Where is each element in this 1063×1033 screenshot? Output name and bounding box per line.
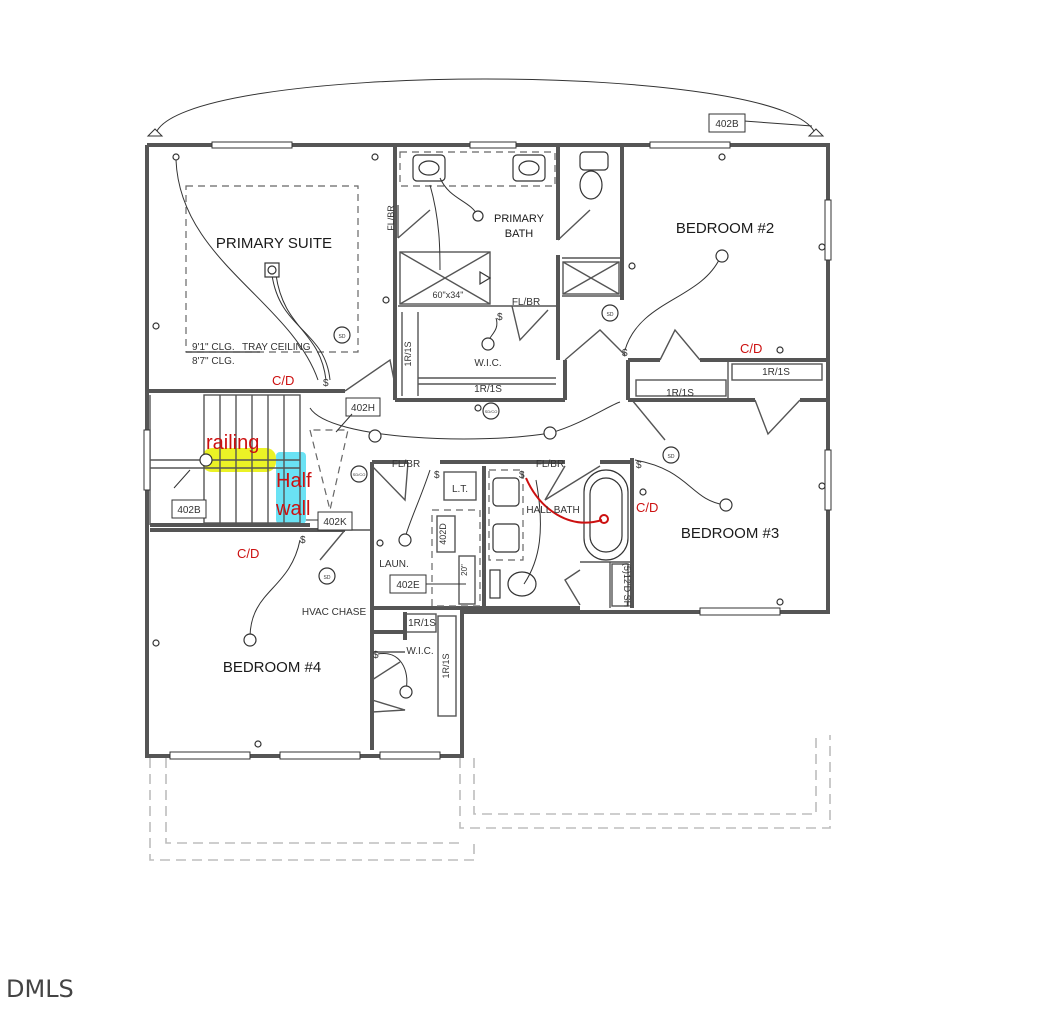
annotation-railing: railing <box>206 432 259 454</box>
room-primary-wic: W.I.C. <box>474 358 501 369</box>
note-flbr-laundry: FL/BR <box>392 459 420 470</box>
room-bedroom4-wic: W.I.C. <box>406 646 433 657</box>
switch-bedroom2: $ <box>622 348 628 359</box>
annotation-cd-bedroom3: C/D <box>636 500 658 515</box>
sd-label-bedroom4: SD <box>324 575 331 581</box>
sd-label-hall: SD/CO <box>485 409 498 414</box>
note-1r1s-vertical-b4: 1R/1S <box>441 653 451 678</box>
switch-wic-b4: $ <box>373 650 379 661</box>
switch-bedroom4: $ <box>300 535 306 546</box>
smoke-detectors <box>318 304 680 585</box>
tag-402e: 402E <box>396 580 420 591</box>
windows <box>143 141 832 760</box>
room-bedroom-4: BEDROOM #4 <box>223 659 321 676</box>
tray-ceiling-outline <box>185 185 359 353</box>
note-flbr-primary: FL/BR <box>512 297 540 308</box>
room-hvac-chase: HVAC CHASE <box>302 607 367 618</box>
tag-boxes <box>171 113 746 594</box>
annotation-cd-bedroom2: C/D <box>740 341 762 356</box>
switch-laundry: $ <box>434 470 440 481</box>
tag-402b-left: 402B <box>177 505 201 516</box>
note-1r1s-vertical-primary: 1R/1S <box>403 341 413 366</box>
tag-402k: 402K <box>323 517 347 528</box>
note-ceiling-height-1: 9'1" CLG. <box>192 342 235 353</box>
note-flbr-vertical: FL/BR <box>386 205 396 231</box>
exterior-walls <box>145 143 830 758</box>
tag-402h: 402H <box>351 403 375 414</box>
lower-level-outline <box>149 735 831 861</box>
doors <box>319 205 801 713</box>
room-hall-bath: HALL BATH <box>526 505 579 516</box>
annotation-cd-bedroom4: C/D <box>237 546 259 561</box>
sd-label-primary: SD <box>339 334 346 340</box>
switch-bedroom3: $ <box>636 460 642 471</box>
switch-wic: $ <box>497 312 503 323</box>
switch-hall-bath: $ <box>519 470 525 481</box>
note-1r1s-bedroom3-closet: 1R/1S <box>666 388 694 399</box>
room-bedroom-2: BEDROOM #2 <box>676 220 774 237</box>
annotation-wire <box>525 477 603 524</box>
note-linen-tower: L.T. <box>452 484 468 495</box>
interior-walls <box>147 145 828 750</box>
room-primary-bath-line2: BATH <box>505 228 534 240</box>
staircase <box>150 394 349 524</box>
tag-402b-top: 402B <box>715 119 739 130</box>
note-ceiling-height-2: 8'7" CLG. <box>192 356 235 367</box>
room-bedroom-3: BEDROOM #3 <box>681 525 779 542</box>
outlets <box>152 153 826 748</box>
room-laundry: LAUN. <box>379 559 408 570</box>
closet-shelves <box>405 363 823 717</box>
note-tray-ceiling: TRAY CEILING <box>242 342 311 353</box>
note-flbr-hall-bath: FL/BR <box>536 459 564 470</box>
dimension-arc <box>146 78 825 137</box>
note-1r1s-primary-wic: 1R/1S <box>474 384 502 395</box>
sd-label-bedroom2: SD <box>607 312 614 318</box>
watermark-dmls: DMLS <box>6 975 74 1003</box>
note-shower-size: 60"x34" <box>433 290 464 300</box>
sd-label-stairs: SD/CO <box>353 472 366 477</box>
annotation-half: Half <box>276 470 312 492</box>
annotation-cd-primary: C/D <box>272 373 294 388</box>
switch-primary: $ <box>323 378 329 389</box>
tag-402d: 402D <box>438 523 448 545</box>
room-primary-bath-line1: PRIMARY <box>494 213 545 225</box>
annotation-wall: wall <box>275 498 310 520</box>
light-fixtures <box>199 210 733 699</box>
sd-label-bedroom3: SD <box>668 454 675 460</box>
note-1r1s-hvac: 1R/1S <box>408 618 436 629</box>
note-twenty-inch: 20" <box>460 564 469 576</box>
note-1r1s-bedroom2-closet: 1R/1S <box>762 367 790 378</box>
primary-bath-fixtures <box>399 151 620 396</box>
room-primary-suite: PRIMARY SUITE <box>216 235 332 252</box>
annotation-fixture <box>599 514 609 524</box>
note-shelf: (5)12'D SH <box>622 563 632 607</box>
